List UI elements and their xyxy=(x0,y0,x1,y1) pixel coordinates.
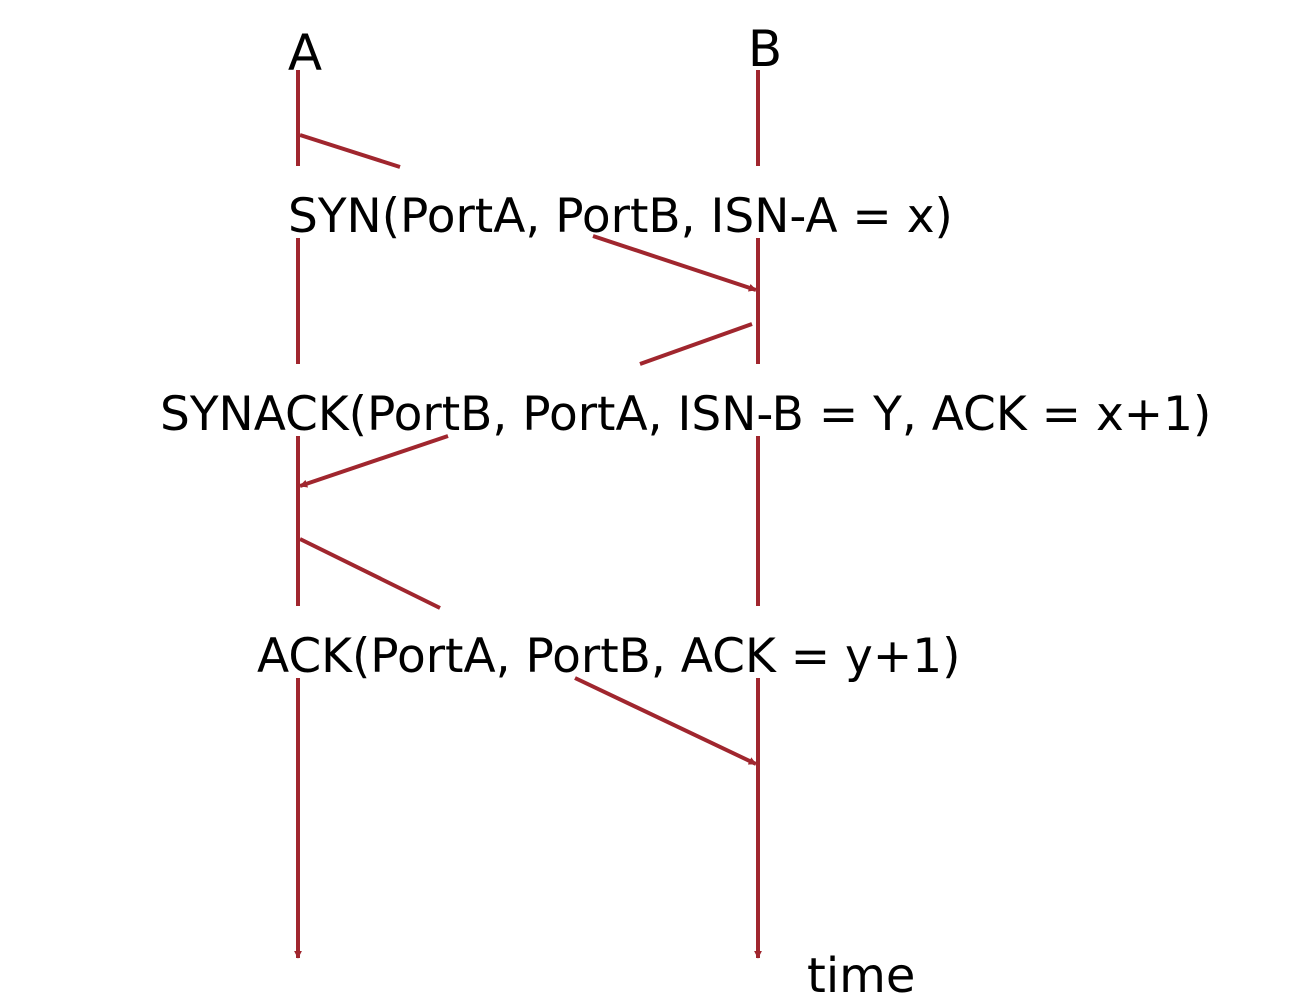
syn-arrow-segment xyxy=(592,234,757,292)
syn-arrow-segment xyxy=(299,133,401,169)
ack-arrow xyxy=(299,537,757,766)
synack-arrow xyxy=(299,322,753,488)
syn-label: SYN(PortA, PortB, ISN-A = x) xyxy=(288,189,953,244)
syn-arrow xyxy=(299,133,757,292)
synack-arrow-segment xyxy=(299,434,449,488)
synack-arrow-segment xyxy=(639,322,753,366)
ack-arrow-segment xyxy=(574,676,757,766)
ack-label: ACK(PortA, PortB, ACK = y+1) xyxy=(257,629,960,684)
host-a-label: A xyxy=(288,24,322,82)
time-label: time xyxy=(807,948,915,1004)
ack-arrow-segment xyxy=(299,537,441,610)
synack-label: SYNACK(PortB, PortA, ISN-B = Y, ACK = x+… xyxy=(160,387,1211,442)
host-b-label: B xyxy=(748,20,782,78)
